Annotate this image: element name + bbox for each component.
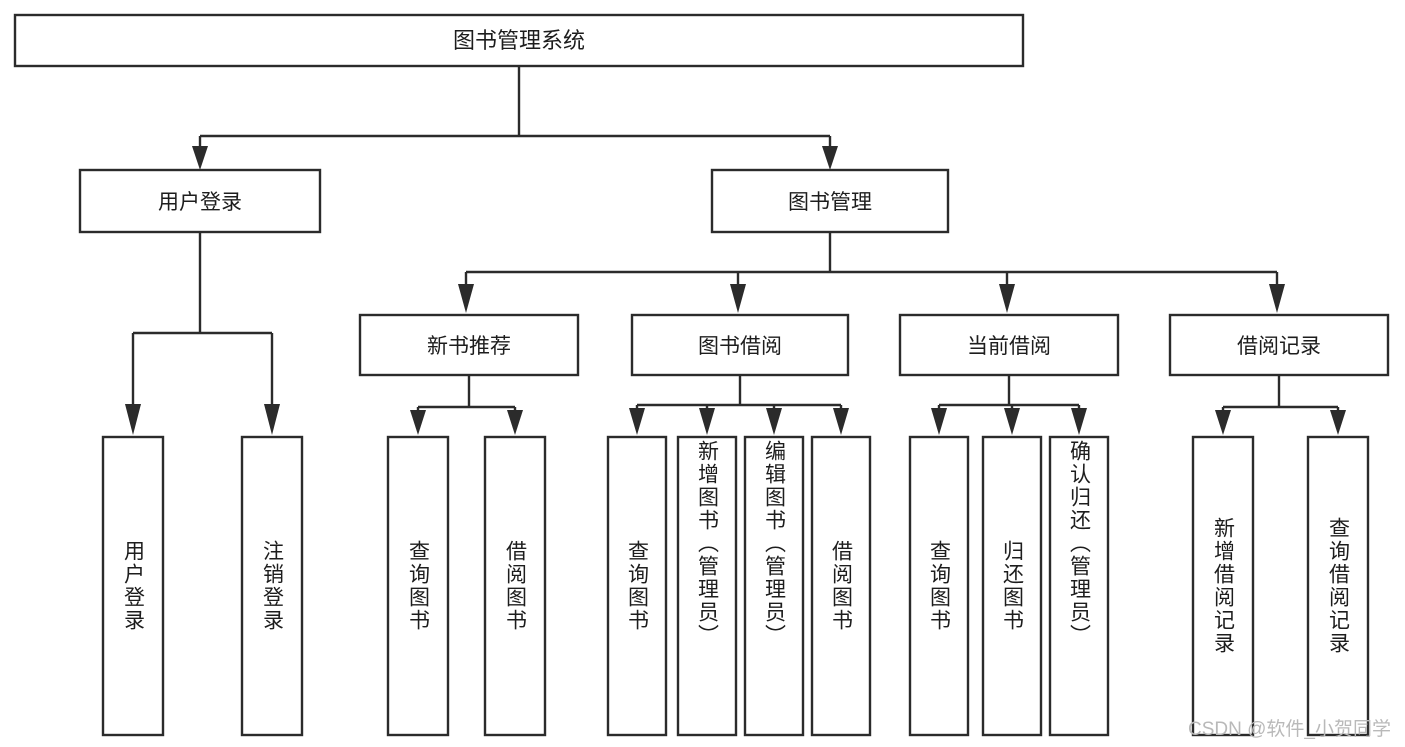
arrow-head-borrow-borrow	[833, 408, 849, 435]
node-leaf-nb-query-book[interactable]: 查询图书	[386, 435, 450, 737]
leaf-br-query-record-box	[1306, 435, 1370, 737]
node-leaf-cb-return-book[interactable]: 归还图书	[981, 435, 1043, 737]
arrow-head-borrow	[730, 284, 746, 313]
leaf-nb-borrow-book-label: 借阅图书	[503, 540, 527, 632]
leaf-bb-add-book-box	[676, 435, 738, 737]
leaf-cb-return-book-fo: 归还图书	[1000, 540, 1024, 632]
node-book-management[interactable]: 图书管理	[710, 168, 950, 234]
node-leaf-nb-borrow-book[interactable]: 借阅图书	[483, 435, 547, 737]
leaf-nb-query-book-label: 查询图书	[406, 540, 430, 632]
arrow-head-current-borrow	[999, 284, 1015, 313]
leaf-cb-query-book-box	[908, 435, 970, 737]
leaf-nb-query-book-box	[386, 435, 450, 737]
leaf-br-add-record-box	[1191, 435, 1255, 737]
arrow-head-new-book	[458, 284, 474, 313]
arrow-head-newbook-borrow	[507, 410, 523, 435]
leaf-cb-confirm-return-box	[1048, 435, 1110, 737]
leaf-nb-borrow-book-box	[483, 435, 547, 737]
borrow-record-label: 借阅记录	[1237, 335, 1321, 358]
node-leaf-bb-edit-book[interactable]: 编辑图书（管理员）	[743, 435, 805, 737]
leaf-cb-confirm-return-label: 确认归还（管理员）	[1067, 440, 1091, 647]
leaf-cb-confirm-return-fo: 确认归还（管理员）	[1067, 440, 1091, 647]
node-leaf-cb-confirm-return[interactable]: 确认归还（管理员）	[1048, 435, 1110, 737]
arrow-head-borrow-query	[629, 408, 645, 435]
node-leaf-bb-query-book[interactable]: 查询图书	[606, 435, 668, 737]
arrow-head-current-confirm	[1071, 408, 1087, 435]
leaf-logout-box	[240, 435, 304, 737]
arrow-head-current-return	[1004, 408, 1020, 435]
node-leaf-bb-borrow-book[interactable]: 借阅图书	[810, 435, 872, 737]
leaf-br-add-record-label: 新增借阅记录	[1211, 517, 1235, 655]
node-leaf-logout[interactable]: 注销登录	[240, 435, 304, 737]
node-borrow-record[interactable]: 借阅记录	[1168, 313, 1390, 377]
node-leaf-user-login[interactable]: 用户登录	[101, 435, 165, 737]
leaf-user-login-box	[101, 435, 165, 737]
leaf-nb-borrow-book-fo: 借阅图书	[503, 540, 527, 632]
arrow-head-borrow-record	[1269, 284, 1285, 313]
node-user-login[interactable]: 用户登录	[78, 168, 322, 234]
node-leaf-br-add-record[interactable]: 新增借阅记录	[1191, 435, 1255, 737]
leaf-user-login-label: 用户登录	[121, 540, 145, 632]
leaf-br-add-record-fo: 新增借阅记录	[1211, 517, 1235, 655]
leaf-cb-return-book-label: 归还图书	[1000, 540, 1024, 632]
leaf-user-login-fo: 用户登录	[121, 540, 145, 632]
user-login-box	[78, 168, 322, 234]
arrow-head-record-add	[1215, 410, 1231, 435]
book-management-label: 图书管理	[788, 191, 872, 214]
leaf-bb-edit-book-fo: 编辑图书（管理员）	[762, 440, 786, 647]
book-borrow-label: 图书借阅	[698, 335, 782, 358]
leaf-bb-query-book-fo: 查询图书	[625, 540, 649, 632]
arrow-head-book-manage	[822, 146, 838, 170]
current-borrow-box	[898, 313, 1120, 377]
connector-layer	[125, 66, 1346, 435]
leaf-cb-query-book-label: 查询图书	[927, 540, 951, 632]
node-leaf-bb-add-book[interactable]: 新增图书（管理员）	[676, 435, 738, 737]
book-management-box	[710, 168, 950, 234]
arrow-head-current-query	[931, 408, 947, 435]
new-book-recommend-label: 新书推荐	[427, 335, 511, 358]
user-login-label: 用户登录	[158, 191, 242, 214]
leaf-bb-edit-book-box	[743, 435, 805, 737]
current-borrow-label: 当前借阅	[967, 335, 1051, 358]
arrow-head-borrow-edit	[766, 408, 782, 435]
leaf-cb-query-book-fo: 查询图书	[927, 540, 951, 632]
root-label: 图书管理系统	[453, 28, 585, 53]
arrow-head-user-login	[192, 146, 208, 170]
leaf-bb-borrow-book-box	[810, 435, 872, 737]
node-root[interactable]: 图书管理系统	[13, 13, 1025, 68]
node-current-borrow[interactable]: 当前借阅	[898, 313, 1120, 377]
arrow-head-newbook-query	[410, 410, 426, 435]
leaf-br-query-record-label: 查询借阅记录	[1326, 517, 1350, 655]
leaf-logout-label: 注销登录	[260, 540, 284, 632]
leaf-bb-query-book-box	[606, 435, 668, 737]
root-box	[13, 13, 1025, 68]
leaf-bb-edit-book-label: 编辑图书（管理员）	[762, 440, 786, 647]
leaf-bb-query-book-label: 查询图书	[625, 540, 649, 632]
borrow-record-box	[1168, 313, 1390, 377]
arrow-head-leaf-logout	[264, 404, 280, 435]
node-leaf-br-query-record[interactable]: 查询借阅记录	[1306, 435, 1370, 737]
leaf-logout-fo: 注销登录	[260, 540, 284, 632]
node-leaf-cb-query-book[interactable]: 查询图书	[908, 435, 970, 737]
leaf-bb-borrow-book-label: 借阅图书	[829, 540, 853, 632]
leaf-bb-borrow-book-fo: 借阅图书	[829, 540, 853, 632]
new-book-recommend-box	[358, 313, 580, 377]
leaf-nb-query-book-fo: 查询图书	[406, 540, 430, 632]
arrow-head-leaf-user-login	[125, 404, 141, 435]
leaf-bb-add-book-label: 新增图书（管理员）	[695, 440, 719, 647]
arrow-head-record-query	[1330, 410, 1346, 435]
leaf-cb-return-book-box	[981, 435, 1043, 737]
arrow-head-borrow-add	[699, 408, 715, 435]
book-borrow-box	[630, 313, 850, 377]
node-new-book-recommend[interactable]: 新书推荐	[358, 313, 580, 377]
leaf-bb-add-book-fo: 新增图书（管理员）	[695, 440, 719, 647]
leaf-br-query-record-fo: 查询借阅记录	[1326, 517, 1350, 655]
node-book-borrow[interactable]: 图书借阅	[630, 313, 850, 377]
